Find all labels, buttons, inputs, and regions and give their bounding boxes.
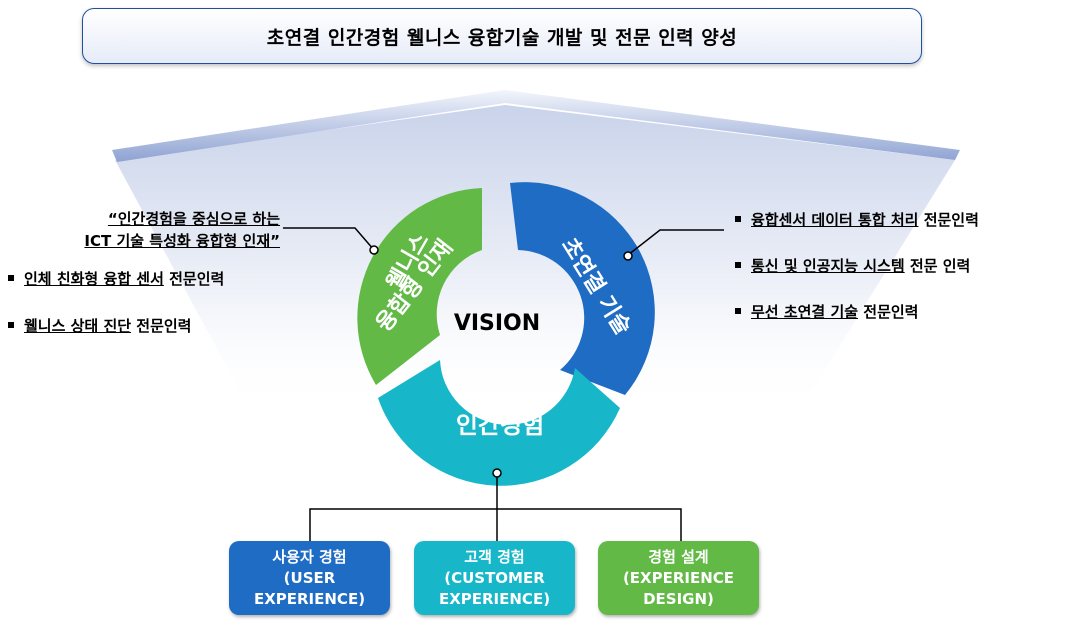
user-experience-line2: (USER bbox=[283, 568, 336, 587]
right-item-2-rest: 전문 인력 bbox=[904, 257, 971, 275]
bullet-icon bbox=[735, 215, 741, 222]
left-item-1-underlined: 인체 친화형 융합 센서 bbox=[24, 270, 164, 288]
user-experience-line1: 사용자 경험 bbox=[272, 547, 347, 566]
human-experience-label: 인간경험 bbox=[456, 411, 544, 439]
left-connector bbox=[283, 227, 375, 251]
bottom-connector-bar bbox=[309, 508, 682, 541]
customer-experience-box: 고객 경험 (CUSTOMER EXPERIENCE) bbox=[414, 541, 575, 615]
experience-design-line3: DESIGN) bbox=[643, 589, 714, 608]
right-item-3: 무선 초연결 기술 전문인력 bbox=[735, 301, 918, 322]
human-experience-segment bbox=[378, 360, 620, 486]
vision-title-box: 초연결 인간경험 웰니스 융합기술 개발 및 전문 인력 양성 bbox=[82, 8, 922, 64]
vision-center-label: VISION bbox=[454, 311, 540, 336]
right-connector bbox=[627, 229, 724, 256]
roof-bar bbox=[112, 90, 960, 162]
left-quote-line1: “인간경험을 중심으로 하는 bbox=[107, 210, 280, 228]
experience-design-line1: 경험 설계 bbox=[648, 547, 709, 566]
user-experience-line3: EXPERIENCE) bbox=[253, 589, 366, 608]
customer-experience-line3: EXPERIENCE) bbox=[438, 589, 551, 608]
bottom-connector-node bbox=[492, 468, 502, 478]
left-connector-node bbox=[369, 245, 379, 255]
left-item-2-underlined: 웰니스 상태 진단 bbox=[24, 317, 132, 335]
bullet-icon bbox=[735, 307, 741, 314]
right-item-1-rest: 전문인력 bbox=[918, 211, 979, 229]
hyperconnect-segment bbox=[510, 182, 655, 395]
experience-design-line2: (EXPERIENCE bbox=[622, 568, 735, 587]
user-experience-box: 사용자 경험 (USER EXPERIENCE) bbox=[229, 541, 390, 615]
left-quote-line2: ICT 기술 특성화 융합형 인재” bbox=[84, 232, 280, 250]
customer-experience-line1: 고객 경험 bbox=[464, 547, 525, 566]
right-item-2-underlined: 통신 및 인공지능 시스템 bbox=[751, 257, 905, 275]
wellness-segment bbox=[357, 188, 482, 385]
right-item-3-rest: 전문인력 bbox=[858, 303, 919, 321]
right-connector-node bbox=[623, 251, 633, 261]
left-item-2-rest: 전문인력 bbox=[131, 317, 192, 335]
right-item-2: 통신 및 인공지능 시스템 전문 인력 bbox=[735, 255, 970, 276]
right-item-1: 융합센서 데이터 통합 처리 전문인력 bbox=[735, 209, 979, 230]
right-item-1-underlined: 융합센서 데이터 통합 처리 bbox=[751, 211, 919, 229]
left-item-1-rest: 전문인력 bbox=[163, 270, 225, 288]
bullet-icon bbox=[8, 274, 14, 281]
vision-title: 초연결 인간경험 웰니스 융합기술 개발 및 전문 인력 양성 bbox=[266, 26, 738, 49]
customer-experience-line2: (CUSTOMER bbox=[444, 568, 545, 587]
funnel-shadow bbox=[115, 105, 955, 410]
left-item-1: 인체 친화형 융합 센서 전문인력 bbox=[8, 268, 224, 289]
bullet-icon bbox=[8, 321, 14, 328]
experience-design-box: 경험 설계 (EXPERIENCE DESIGN) bbox=[598, 541, 759, 615]
left-quote: “인간경험을 중심으로 하는 ICT 기술 특성화 융합형 인재” bbox=[84, 208, 280, 252]
left-item-2: 웰니스 상태 진단 전문인력 bbox=[8, 315, 191, 336]
right-item-3-underlined: 무선 초연결 기술 bbox=[751, 303, 859, 321]
bullet-icon bbox=[735, 261, 741, 268]
